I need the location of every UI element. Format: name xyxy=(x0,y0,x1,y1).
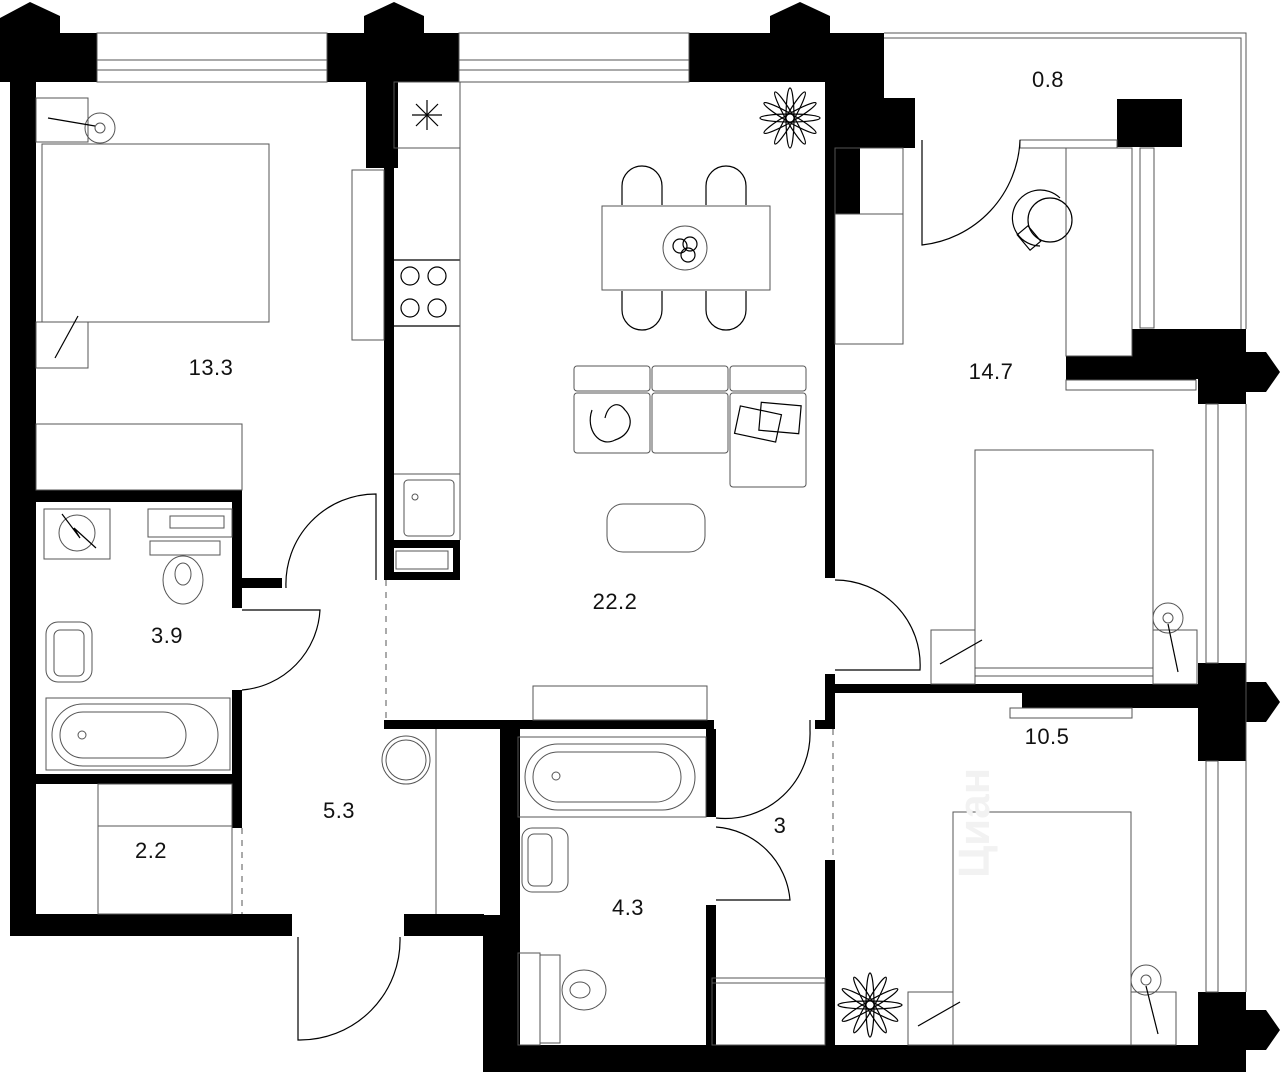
room-area-bathroom-1: 3.9 xyxy=(150,623,184,648)
room-area-bedroom-3: 10.5 xyxy=(1024,724,1070,749)
room-area-corridor: 3 xyxy=(773,813,787,838)
furniture xyxy=(35,81,1198,1046)
room-area-bathroom-2: 4.3 xyxy=(611,895,645,920)
windows xyxy=(96,32,1247,993)
watermark: Циан xyxy=(950,767,999,878)
room-area-hall: 5.3 xyxy=(322,798,356,823)
doors xyxy=(241,139,1021,1041)
room-area-bedroom-2: 14.7 xyxy=(968,359,1014,384)
room-area-balcony: 0.8 xyxy=(1031,67,1065,92)
room-area-living-kitchen: 22.2 xyxy=(592,589,638,614)
room-area-bedroom-1: 13.3 xyxy=(188,355,234,380)
room-area-storage: 2.2 xyxy=(134,838,168,863)
